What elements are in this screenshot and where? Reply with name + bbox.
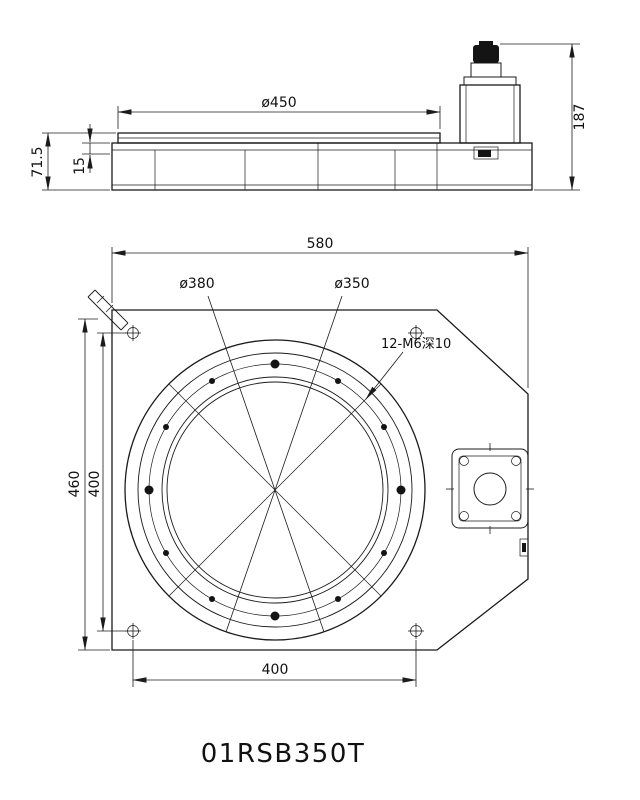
clamp-cap — [87, 289, 96, 298]
bolt-hole-dot — [209, 378, 215, 384]
dim-label-187: 187 — [572, 104, 588, 131]
dim-label-580: 580 — [307, 236, 334, 252]
bolt-hole-dot — [396, 485, 406, 495]
dim-top-plate-diameter: ø450 — [117, 95, 441, 129]
side-view: ø450 187 71.5 15 — [30, 41, 588, 191]
bolt-note-label: 12-M6深10 — [381, 337, 451, 352]
dim-label-380: ø380 — [179, 276, 214, 292]
motor-body — [459, 84, 521, 144]
bolt-hole-dot — [144, 485, 154, 495]
mount-screw — [459, 511, 469, 521]
leader-line — [365, 351, 404, 400]
clamp-edge — [87, 296, 122, 331]
dim-label-460: 460 — [67, 471, 83, 498]
dim-label-71-5: 71.5 — [30, 146, 46, 177]
corner-clamp-feature — [87, 289, 129, 331]
drawing-title: 01RSB350T — [201, 739, 366, 769]
dim-label-400-vertical: 400 — [87, 471, 103, 498]
bolt-hole-dot — [335, 596, 341, 602]
bolt-hole-dot — [381, 424, 387, 430]
clamp-hatch — [105, 304, 114, 313]
dim-label-450: ø450 — [261, 95, 296, 111]
dim-circle-380: ø380 — [179, 276, 325, 633]
bolt-hole-dot — [163, 550, 169, 556]
corner-hole-bottom-right — [408, 623, 424, 639]
edge-connector-outline — [519, 538, 529, 557]
dim-label-400-horizontal: 400 — [262, 662, 289, 678]
connector-plug-top — [479, 41, 493, 46]
dim-hole-spacing-horizontal: 400 — [132, 640, 417, 687]
connector-neck — [470, 62, 502, 78]
plan-view: ø380 ø350 12-M6深10 — [67, 236, 534, 687]
motor-cap — [463, 76, 517, 86]
bolt-hole-dot — [270, 359, 280, 369]
bolt-hole-dot — [270, 611, 280, 621]
dim-plate-step: 15 — [72, 124, 110, 175]
power-socket-outline — [473, 146, 499, 160]
mount-screw — [459, 456, 469, 466]
dim-circle-350: ø350 — [225, 276, 370, 633]
inner-bore-circle — [161, 376, 389, 604]
connector-plug — [473, 45, 499, 63]
mount-bore — [473, 472, 507, 506]
mount-inner — [458, 455, 522, 522]
clamp-cap — [120, 322, 129, 331]
bolt-hole-dot — [209, 596, 215, 602]
rotor-outer-circle — [124, 339, 426, 641]
dim-overall-depth: 460 — [67, 318, 110, 651]
clamp-hatch — [96, 295, 105, 304]
dim-label-15: 15 — [72, 157, 88, 175]
dim-label-350: ø350 — [334, 276, 369, 292]
bolt-hole-pattern — [144, 359, 406, 621]
bolt-hole-dot — [163, 424, 169, 430]
dim-hole-spacing-vertical: 400 — [87, 332, 126, 632]
edge-connector-pin — [522, 543, 526, 552]
circle-380 — [137, 352, 413, 628]
dim-body-height: 71.5 — [30, 132, 116, 191]
dim-bolt-note: 12-M6深10 — [365, 337, 451, 400]
bolt-hole-dot — [381, 550, 387, 556]
dim-overall-height: 187 — [500, 43, 588, 191]
dim-overall-width: 580 — [111, 236, 529, 388]
leader-line — [207, 295, 325, 633]
mount-outer — [451, 448, 529, 529]
corner-hole-top-left — [125, 325, 141, 341]
power-socket — [478, 150, 491, 157]
mount-screw — [511, 456, 521, 466]
mount-screw — [511, 511, 521, 521]
leader-line — [225, 295, 343, 633]
inner-bore-circle-2 — [166, 381, 384, 599]
plate-outline — [111, 309, 529, 651]
motor-mount — [446, 443, 534, 534]
edge-connector — [519, 538, 529, 557]
corner-hole-bottom-left — [125, 623, 141, 639]
bolt-hole-dot — [335, 378, 341, 384]
corner-hole-top-right — [408, 325, 424, 341]
